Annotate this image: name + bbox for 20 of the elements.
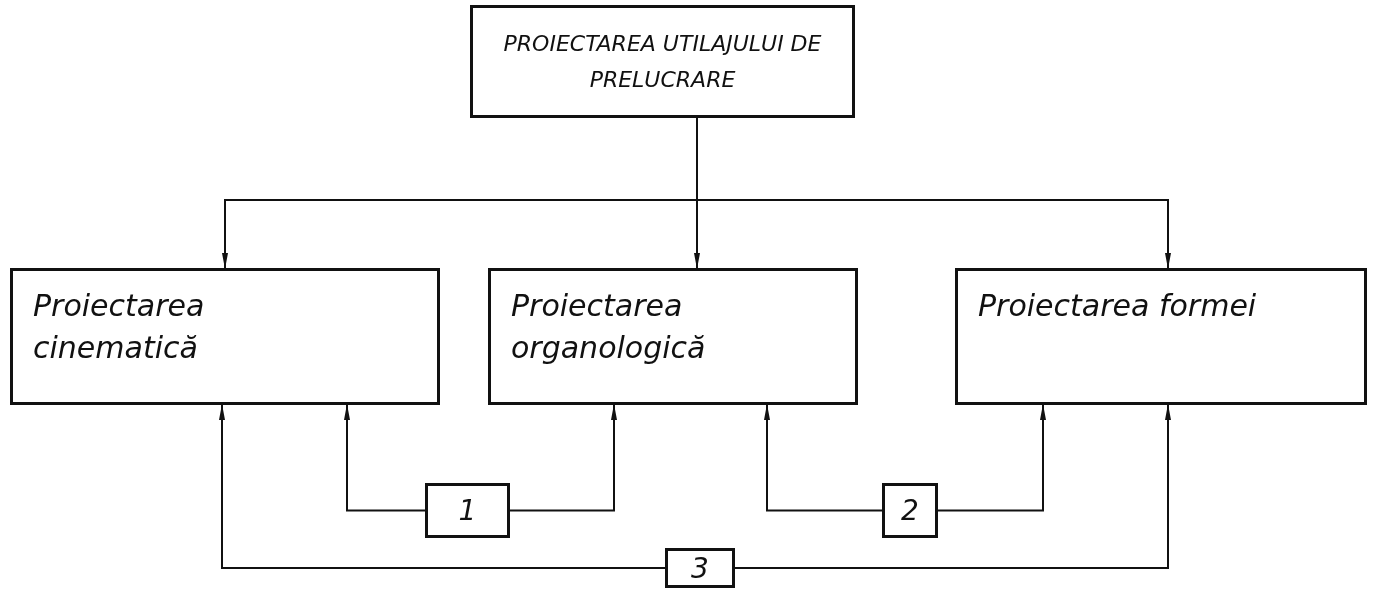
process-box xyxy=(488,268,858,405)
connector-arrow xyxy=(509,404,617,512)
process-box xyxy=(10,268,440,405)
number-box xyxy=(882,483,938,538)
connector-arrow xyxy=(219,404,666,569)
box-label: Proiectarea formei xyxy=(978,287,1257,325)
box-label: Proiectarea organologică xyxy=(511,287,707,367)
callout-number: 1 xyxy=(458,494,477,527)
box-label: Proiectarea cinematică xyxy=(33,287,206,367)
process-box xyxy=(470,5,855,118)
number-box xyxy=(665,548,735,588)
connector-arrow xyxy=(937,404,1046,512)
connector-arrow xyxy=(344,404,426,512)
callout-number: 3 xyxy=(691,551,709,585)
number-box xyxy=(425,483,510,538)
callout-number: 2 xyxy=(901,494,919,527)
box-label: PROIECTAREA UTILAJULUI DE PRELUCRARE xyxy=(502,30,823,94)
connector-arrow xyxy=(764,404,883,512)
connector-arrow xyxy=(734,404,1171,569)
process-box xyxy=(955,268,1367,405)
